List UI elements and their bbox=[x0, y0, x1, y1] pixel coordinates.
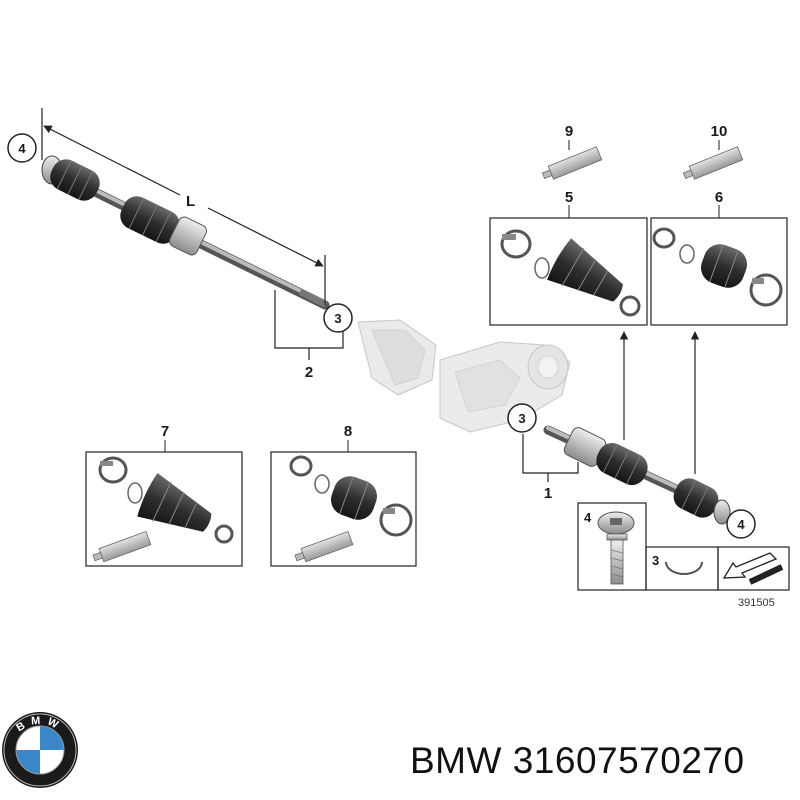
brand-name: BMW bbox=[410, 740, 502, 781]
clamp-small bbox=[652, 227, 676, 249]
reference-arrow-icon bbox=[722, 552, 778, 579]
callout-7: 7 bbox=[161, 423, 169, 440]
svg-text:3: 3 bbox=[518, 411, 525, 426]
callout-4-left: 4 bbox=[7, 133, 37, 163]
kit-box-5 bbox=[489, 205, 648, 326]
clamp-small bbox=[619, 295, 641, 317]
clamp-large bbox=[379, 503, 413, 537]
retaining-ring bbox=[314, 474, 330, 494]
svg-text:4: 4 bbox=[737, 517, 745, 532]
callout-6: 6 bbox=[715, 189, 723, 206]
retaining-ring bbox=[679, 244, 695, 264]
boot bbox=[700, 244, 748, 288]
left-drive-shaft bbox=[41, 155, 330, 310]
part-number: 31607570270 bbox=[512, 740, 745, 781]
grease-tube-9 bbox=[541, 140, 603, 180]
right-drive-shaft bbox=[543, 425, 731, 525]
clamp-large bbox=[749, 273, 783, 307]
boot bbox=[547, 238, 623, 302]
inset-snap-ring-panel: 3 bbox=[645, 546, 719, 591]
clamp-large bbox=[98, 456, 128, 484]
callout-9: 9 bbox=[565, 123, 573, 140]
inset-bolt-panel: 4 bbox=[577, 502, 647, 591]
bmw-logo: BMW bbox=[2, 712, 78, 788]
grease-tube bbox=[294, 531, 354, 563]
grease-tube bbox=[92, 531, 152, 563]
retaining-ring bbox=[127, 482, 143, 504]
callout-5: 5 bbox=[565, 189, 573, 206]
boot bbox=[330, 476, 378, 520]
kit-box-6 bbox=[650, 205, 788, 326]
boot bbox=[137, 473, 212, 532]
callout-1: 1 bbox=[544, 485, 552, 502]
callout-3-right: 3 bbox=[507, 403, 537, 433]
inset-snap-ring-label: 3 bbox=[652, 553, 659, 568]
bracket-1 bbox=[522, 434, 579, 482]
dimension-l: L bbox=[41, 108, 326, 305]
clamp-small bbox=[289, 455, 313, 477]
grease-tube-10 bbox=[682, 140, 744, 180]
kit-box-7 bbox=[85, 440, 243, 567]
kit-box-8 bbox=[270, 440, 417, 567]
clamp-large bbox=[500, 229, 532, 259]
callout-2: 2 bbox=[305, 364, 313, 381]
inset-bolt-label: 4 bbox=[584, 510, 592, 525]
inset-symbol-panel bbox=[717, 546, 790, 591]
svg-text:3: 3 bbox=[334, 311, 341, 326]
part-caption: BMW 31607570270 bbox=[410, 740, 745, 782]
callout-10: 10 bbox=[711, 123, 728, 140]
dimension-l-label: L bbox=[186, 193, 195, 210]
callout-4-right: 4 bbox=[726, 509, 756, 539]
differential-housing bbox=[357, 319, 571, 433]
reference-number: 391505 bbox=[738, 597, 775, 609]
bracket-2 bbox=[274, 290, 344, 360]
callout-3-left: 3 bbox=[323, 303, 353, 333]
clamp-small bbox=[214, 524, 234, 544]
retaining-ring bbox=[534, 257, 550, 279]
svg-text:4: 4 bbox=[18, 141, 26, 156]
callout-8: 8 bbox=[344, 423, 352, 440]
